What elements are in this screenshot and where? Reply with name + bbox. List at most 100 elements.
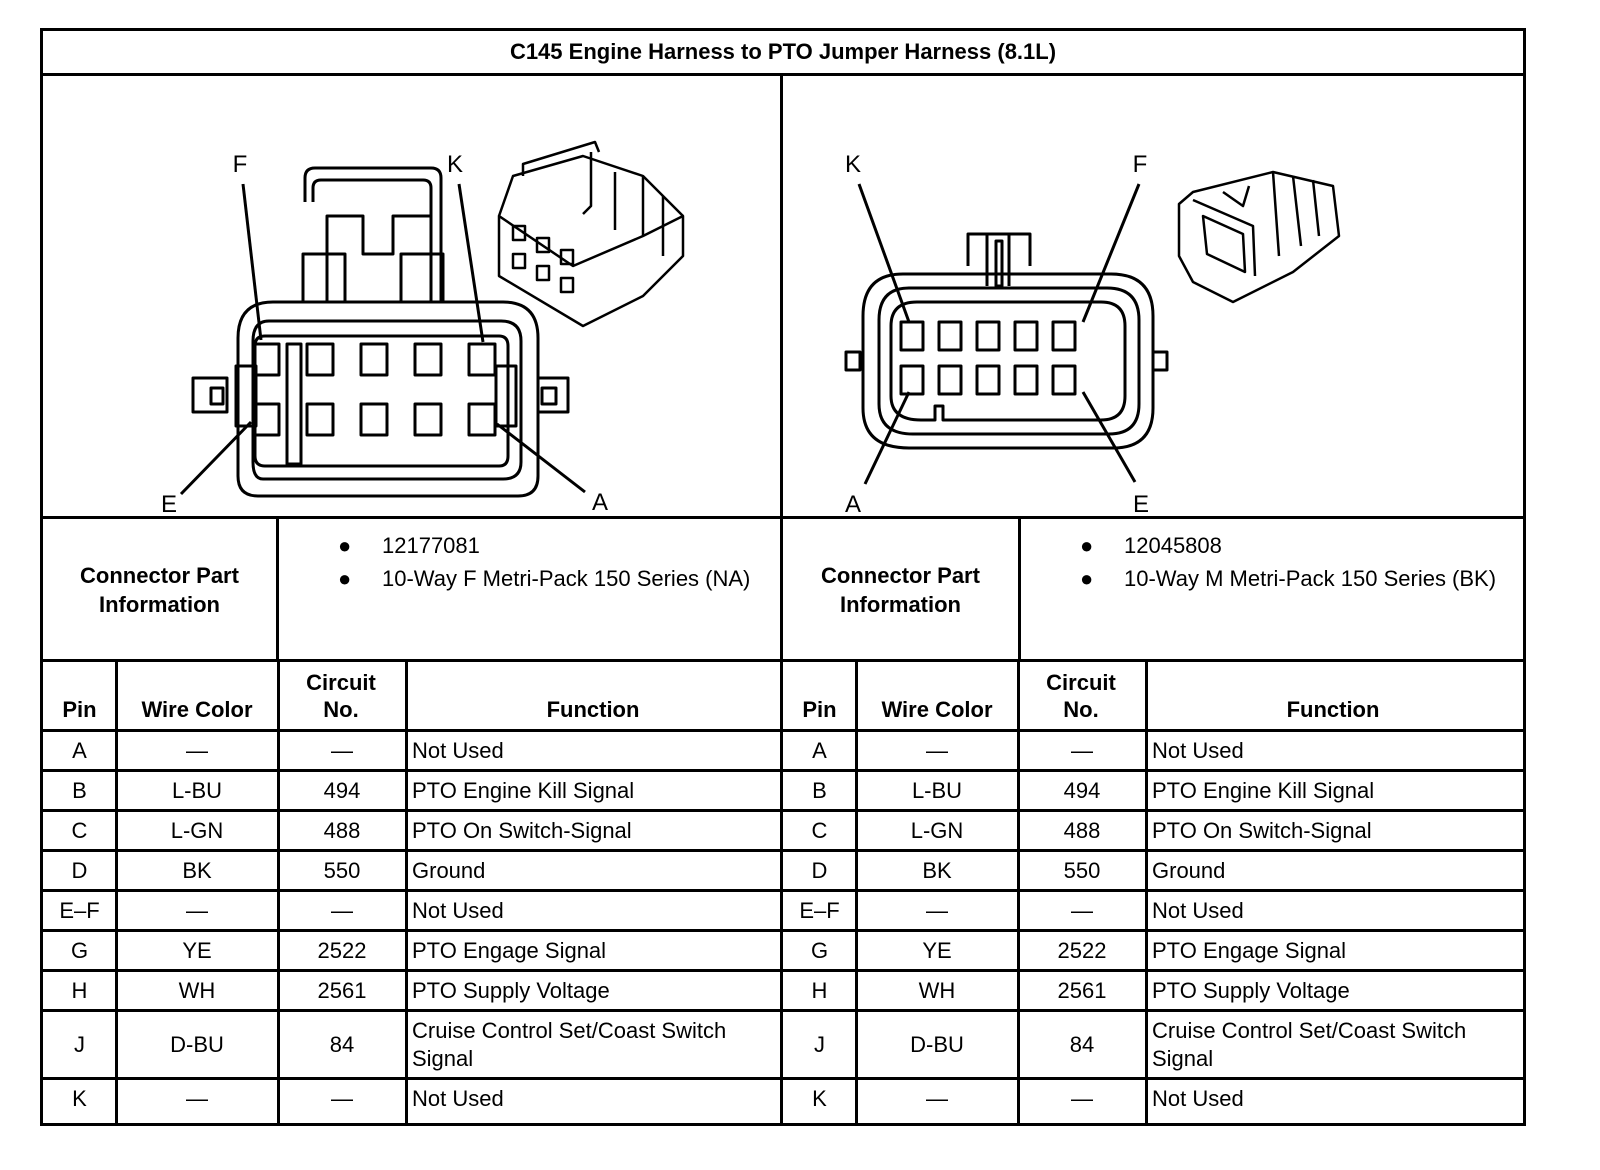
cell-circuit: 550: [1063, 857, 1101, 883]
column-header-wire-color: Wire Color: [141, 697, 253, 722]
cell-pin: A: [812, 737, 827, 763]
row-divider: [783, 1077, 1523, 1080]
cell-pin: C: [71, 817, 88, 843]
cell-function: Cruise Control Set/Coast Switch Signal: [1152, 1017, 1467, 1071]
connector-info-list-right: ●12045808 ●10-Way M Metri-Pack 150 Serie…: [1080, 531, 1504, 597]
cell-pin: K: [72, 1085, 87, 1111]
cell-function: Not Used: [412, 1085, 504, 1111]
part-number: 12177081: [382, 533, 480, 558]
sheet-title: C145 Engine Harness to PTO Jumper Harnes…: [509, 39, 1057, 64]
cell-function: PTO Engage Signal: [1152, 937, 1347, 963]
connector-drawings: F K E A K F A E: [161, 140, 1341, 518]
cell-wire-color: —: [186, 737, 208, 763]
cell-circuit: 494: [323, 777, 361, 803]
cell-circuit: 488: [1063, 817, 1101, 843]
cell-wire-color: YE: [922, 937, 952, 963]
cell-circuit: —: [331, 737, 353, 763]
info-bottom-divider: [43, 659, 1523, 662]
cell-function: PTO On Switch-Signal: [1152, 817, 1372, 843]
header-divider: [783, 729, 1523, 732]
column-header-function: Function: [546, 697, 640, 722]
cell-pin: K: [812, 1085, 827, 1111]
cell-function: Not Used: [1152, 897, 1244, 923]
header-divider: [43, 729, 780, 732]
cell-function: Not Used: [412, 897, 504, 923]
connector-description: 10-Way F Metri-Pack 150 Series (NA): [382, 566, 751, 591]
connector-info-label-right: Connector Part Information: [821, 563, 980, 617]
callout-left-bottom-left: E: [161, 491, 177, 518]
connector-sheet: C145 Engine Harness to PTO Jumper Harnes…: [40, 28, 1526, 1126]
cell-circuit: 488: [323, 817, 361, 843]
cell-wire-color: —: [186, 1085, 208, 1111]
row-divider: [43, 1009, 780, 1012]
cell-pin: B: [72, 777, 87, 803]
callout-right-bottom-left: A: [845, 491, 861, 518]
female-connector-face: [179, 166, 586, 498]
cell-wire-color: BK: [922, 857, 952, 883]
cell-circuit: —: [331, 1085, 353, 1111]
info-divider-left: [276, 519, 279, 661]
cell-function: PTO Engage Signal: [412, 937, 607, 963]
cell-wire-color: WH: [918, 977, 956, 1003]
row-divider: [43, 1077, 780, 1080]
column-divider: [1145, 662, 1148, 1123]
drawing-divider: [43, 516, 1523, 519]
row-divider: [43, 929, 780, 932]
column-divider: [405, 662, 408, 1123]
column-divider: [115, 662, 118, 1123]
part-number-item: ●12045808: [1080, 533, 1222, 558]
cell-circuit: 2522: [317, 937, 367, 963]
cell-pin: D: [811, 857, 828, 883]
cell-pin: D: [71, 857, 88, 883]
callout-left-bottom-right: A: [592, 489, 608, 516]
info-divider-right: [1018, 519, 1021, 661]
cell-wire-color: —: [926, 737, 948, 763]
cell-function: Cruise Control Set/Coast Switch Signal: [412, 1017, 727, 1071]
column-divider: [855, 662, 858, 1123]
column-header-pin: Pin: [802, 697, 837, 722]
cell-wire-color: BK: [182, 857, 212, 883]
cell-pin: B: [812, 777, 827, 803]
cell-circuit: 84: [329, 1031, 355, 1057]
callout-right-bottom-right: E: [1133, 491, 1149, 518]
cell-pin: H: [811, 977, 828, 1003]
part-number-item: ●12177081: [338, 533, 480, 558]
callout-left-top-right: K: [447, 151, 463, 178]
cell-circuit: —: [331, 897, 353, 923]
cell-pin: J: [74, 1031, 85, 1057]
female-connector-iso: [497, 140, 685, 328]
row-divider: [783, 969, 1523, 972]
cell-wire-color: YE: [182, 937, 212, 963]
cell-function: Not Used: [1152, 737, 1244, 763]
cell-pin: G: [810, 937, 829, 963]
column-header-circuit: Circuit No.: [306, 670, 376, 722]
cell-wire-color: —: [186, 897, 208, 923]
cell-wire-color: L-GN: [910, 817, 964, 843]
cell-function: Not Used: [1152, 1085, 1244, 1111]
cell-wire-color: WH: [178, 977, 216, 1003]
row-divider: [783, 1009, 1523, 1012]
connector-info-label-left: Connector Part Information: [80, 563, 239, 617]
male-connector-face: [844, 183, 1169, 485]
cell-circuit: 2522: [1057, 937, 1107, 963]
row-divider: [783, 929, 1523, 932]
row-divider: [43, 849, 780, 852]
row-divider: [783, 769, 1523, 772]
cell-pin: C: [811, 817, 828, 843]
row-divider: [43, 969, 780, 972]
row-divider: [783, 889, 1523, 892]
male-connector-iso: [1177, 170, 1341, 304]
cell-pin: J: [814, 1031, 825, 1057]
column-header-circuit: Circuit No.: [1046, 670, 1116, 722]
callout-left-top-left: F: [233, 151, 248, 178]
cell-circuit: —: [1071, 737, 1093, 763]
cell-function: PTO Engine Kill Signal: [1152, 777, 1375, 803]
cell-function: PTO Engine Kill Signal: [412, 777, 635, 803]
row-divider: [783, 809, 1523, 812]
center-divider: [780, 73, 783, 1123]
cell-function: Ground: [412, 857, 486, 883]
column-header-pin: Pin: [62, 697, 97, 722]
cell-circuit: 2561: [1057, 977, 1107, 1003]
cell-wire-color: D-BU: [170, 1031, 224, 1057]
cell-circuit: —: [1071, 1085, 1093, 1111]
